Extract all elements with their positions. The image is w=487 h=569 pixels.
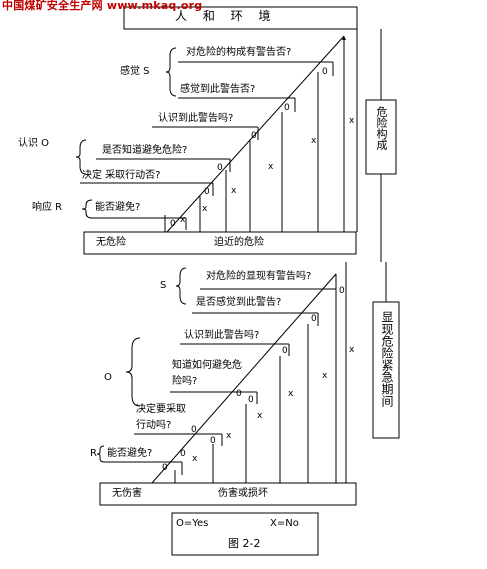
yes-mark: 0 (251, 131, 257, 141)
no-mark: x (349, 116, 355, 126)
top-outcome-right: 迫近的危险 (214, 237, 264, 248)
yes-mark: 0 (162, 463, 168, 473)
yes-mark: 0 (217, 163, 223, 173)
header-title: 人 和 环 境 (175, 9, 277, 23)
yes-mark: 0 (282, 346, 288, 356)
bottom-q4b: 险吗? (172, 376, 198, 387)
top-outcome-left: 无危险 (96, 237, 126, 248)
top-side-label: 危险构成 (375, 106, 388, 150)
top-q3: 认识到此警告吗? (158, 113, 234, 124)
yes-mark: 0 (180, 449, 186, 459)
top-q1: 对危险的构成有警告否? (186, 47, 292, 58)
bottom-outcome-left: 无伤害 (112, 488, 142, 499)
no-mark: x (322, 371, 328, 381)
no-mark: x (268, 162, 274, 172)
top-q6: 能否避免? (95, 202, 141, 213)
no-mark: x (311, 136, 317, 146)
yes-mark: 0 (322, 67, 328, 77)
top-sense-label: 感觉 S (120, 66, 150, 77)
yes-mark: 0 (210, 436, 216, 446)
legend-no: X=No (270, 518, 299, 529)
no-mark: x (288, 389, 294, 399)
bottom-sense-label: S (160, 280, 167, 291)
bottom-q5b: 行动吗? (136, 420, 172, 431)
no-mark: x (202, 204, 208, 214)
yes-mark: 0 (236, 389, 242, 399)
bottom-q5a: 决定要采取 (136, 404, 186, 415)
yes-mark: 0 (204, 187, 210, 197)
top-resp-label: 响应 R (32, 202, 63, 213)
bottom-side-label: 显现危险紧急期间 (380, 311, 394, 407)
bottom-q2: 是否感觉到此警告? (196, 297, 282, 308)
no-mark: x (349, 345, 355, 355)
bottom-outcome-right: 伤害或损坏 (218, 488, 268, 499)
yes-mark: 0 (311, 314, 317, 324)
top-recog-label: 认识 O (18, 138, 50, 149)
bottom-q6: 能否避免? (107, 448, 153, 459)
yes-mark: 0 (170, 219, 176, 229)
top-q4: 是否知道避免危险? (102, 145, 188, 156)
top-q2: 感觉到此警告否? (180, 84, 256, 95)
watermark: 中国煤矿安全生产网 www.mkaq.org (2, 0, 203, 12)
bottom-resp-label: R (90, 448, 97, 459)
yes-mark: 0 (284, 103, 290, 113)
no-mark: x (257, 411, 263, 421)
bottom-recog-label: O (104, 372, 112, 383)
figure-caption: 图 2-2 (228, 537, 261, 550)
bottom-q4a: 知道如何避免危 (172, 360, 242, 371)
no-mark: x (231, 186, 237, 196)
legend-yes: O=Yes (176, 518, 209, 529)
bottom-q3: 认识到此警告吗? (184, 330, 260, 341)
yes-mark: 0 (191, 425, 197, 435)
bottom-q1: 对危险的显现有警告吗? (206, 271, 312, 282)
no-mark: x (180, 215, 186, 225)
top-q5: 决定 采取行动否? (82, 170, 161, 181)
no-mark: x (226, 431, 232, 441)
no-mark: x (192, 454, 198, 464)
yes-mark: 0 (248, 395, 254, 405)
yes-mark: 0 (339, 286, 345, 296)
